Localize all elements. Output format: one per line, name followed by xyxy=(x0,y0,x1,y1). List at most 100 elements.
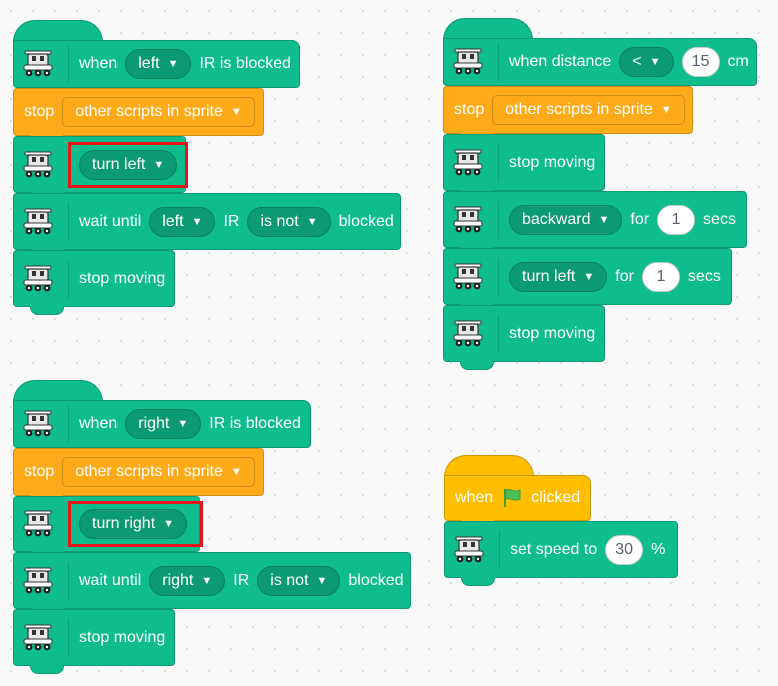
block-label: IR xyxy=(233,571,250,589)
highlight-box xyxy=(68,142,188,188)
robot-car-icon xyxy=(22,405,69,443)
block-label: when xyxy=(79,55,118,72)
hat-cap xyxy=(13,380,103,402)
block-label: stop moving xyxy=(509,153,596,171)
direction-dropdown[interactable]: backward▼ xyxy=(509,204,623,235)
block-label: IR xyxy=(223,212,240,230)
speed-input[interactable]: 30 xyxy=(605,534,644,565)
when-distance-block[interactable]: when distance <▼ 15 cm xyxy=(443,38,757,86)
caret-down-icon: ▼ xyxy=(316,574,328,587)
robot-car-icon xyxy=(22,202,69,241)
caret-down-icon: ▼ xyxy=(583,270,595,283)
block-label: clicked xyxy=(531,489,581,506)
stop-option-dropdown[interactable]: other scripts in sprite ▼ xyxy=(492,95,685,125)
block-label: stop moving xyxy=(509,324,596,342)
dropdown-value: other scripts in sprite xyxy=(75,103,223,120)
caret-down-icon: ▼ xyxy=(306,215,318,228)
block-label: stop xyxy=(24,463,55,480)
caret-down-icon: ▼ xyxy=(230,466,242,478)
green-flag-icon xyxy=(501,487,523,509)
hat-cap xyxy=(13,20,103,42)
highlight-box xyxy=(68,501,203,547)
seconds-input[interactable]: 1 xyxy=(657,204,696,235)
block-label: IR is blocked xyxy=(209,415,301,432)
backward-for-secs-block[interactable]: backward▼ for 1 secs xyxy=(443,191,747,256)
caret-down-icon: ▼ xyxy=(191,215,203,228)
caret-down-icon: ▼ xyxy=(230,106,242,118)
stop-moving-block[interactable]: stop moving xyxy=(13,609,175,674)
caret-down-icon: ▼ xyxy=(201,574,213,587)
robot-car-icon xyxy=(22,145,69,184)
dropdown-value: turn left xyxy=(522,267,576,285)
stop-moving-block[interactable]: stop moving xyxy=(13,250,175,315)
block-label: when distance xyxy=(509,53,612,70)
robot-car-icon xyxy=(452,43,499,81)
stop-option-dropdown[interactable]: other scripts in sprite ▼ xyxy=(62,457,255,487)
wait-until-block[interactable]: wait until right▼ IR is not▼ blocked xyxy=(13,552,411,617)
hat-cap xyxy=(444,455,534,477)
dropdown-value: is not xyxy=(270,571,309,589)
block-label: set speed to xyxy=(510,540,598,558)
robot-car-icon xyxy=(22,561,69,600)
turn-direction-dropdown[interactable]: turn right ▼ xyxy=(79,509,188,539)
robot-car-icon xyxy=(452,200,499,239)
caret-down-icon: ▼ xyxy=(153,158,165,171)
dropdown-value: backward xyxy=(522,210,591,228)
distance-input[interactable]: 15 xyxy=(681,47,720,77)
dropdown-value: left xyxy=(138,55,160,72)
ir-side-dropdown[interactable]: left ▼ xyxy=(125,49,192,79)
block-label: % xyxy=(651,540,666,558)
robot-car-icon xyxy=(452,257,499,296)
caret-down-icon: ▼ xyxy=(177,418,189,430)
stop-other-scripts-block[interactable]: stop other scripts in sprite ▼ xyxy=(13,88,264,144)
when-left-ir-blocked-block[interactable]: when left ▼ IR is blocked xyxy=(13,40,300,88)
hat-cap xyxy=(443,18,533,40)
caret-down-icon: ▼ xyxy=(163,518,175,530)
block-label: wait until xyxy=(79,571,142,589)
turn-direction-dropdown[interactable]: turn left ▼ xyxy=(79,149,178,180)
turn-right-block[interactable]: turn right ▼ xyxy=(13,496,200,560)
block-label: stop xyxy=(454,101,485,118)
dropdown-value: left xyxy=(162,212,184,230)
block-label: for xyxy=(630,210,650,228)
block-label: wait until xyxy=(79,212,142,230)
when-right-ir-blocked-block[interactable]: when right▼ IR is blocked xyxy=(13,400,311,448)
condition-dropdown[interactable]: is not▼ xyxy=(247,206,331,237)
dropdown-value: other scripts in sprite xyxy=(505,101,653,118)
caret-down-icon: ▼ xyxy=(167,58,179,70)
robot-car-icon xyxy=(453,530,500,569)
set-speed-block[interactable]: set speed to 30 % xyxy=(444,521,678,586)
ir-side-dropdown[interactable]: right▼ xyxy=(149,565,226,596)
when-flag-clicked-block[interactable]: when clicked xyxy=(444,475,591,529)
stop-other-scripts-block[interactable]: stop other scripts in sprite ▼ xyxy=(443,86,693,142)
ir-side-dropdown[interactable]: left ▼ xyxy=(149,206,216,237)
dropdown-value: turn right xyxy=(92,515,156,532)
robot-car-icon xyxy=(22,45,69,83)
block-label: stop moving xyxy=(79,269,166,287)
seconds-input[interactable]: 1 xyxy=(641,261,680,292)
block-label: secs xyxy=(703,210,736,228)
stop-moving-block[interactable]: stop moving xyxy=(443,305,605,370)
stop-option-dropdown[interactable]: other scripts in sprite ▼ xyxy=(62,97,255,127)
stop-other-scripts-block[interactable]: stop other scripts in sprite ▼ xyxy=(13,448,264,504)
caret-down-icon: ▼ xyxy=(649,56,661,68)
ir-side-dropdown[interactable]: right▼ xyxy=(125,409,202,439)
dropdown-value: other scripts in sprite xyxy=(75,463,223,480)
robot-car-icon xyxy=(22,618,69,657)
stop-moving-block[interactable]: stop moving xyxy=(443,134,605,199)
block-label: stop xyxy=(24,103,55,120)
block-label: IR is blocked xyxy=(199,55,292,72)
dropdown-value: turn left xyxy=(92,155,146,173)
block-label: for xyxy=(615,267,634,285)
turn-left-for-secs-block[interactable]: turn left▼ for 1 secs xyxy=(443,248,732,313)
robot-car-icon xyxy=(22,505,69,543)
caret-down-icon: ▼ xyxy=(660,104,672,116)
operator-dropdown[interactable]: <▼ xyxy=(619,47,674,77)
block-label: blocked xyxy=(338,212,394,230)
block-label: cm xyxy=(727,53,749,70)
direction-dropdown[interactable]: turn left ▼ xyxy=(509,261,608,292)
dropdown-value: < xyxy=(632,53,642,70)
wait-until-block[interactable]: wait until left ▼ IR is not▼ blocked xyxy=(13,193,401,258)
robot-car-icon xyxy=(452,143,499,182)
condition-dropdown[interactable]: is not ▼ xyxy=(257,565,341,596)
